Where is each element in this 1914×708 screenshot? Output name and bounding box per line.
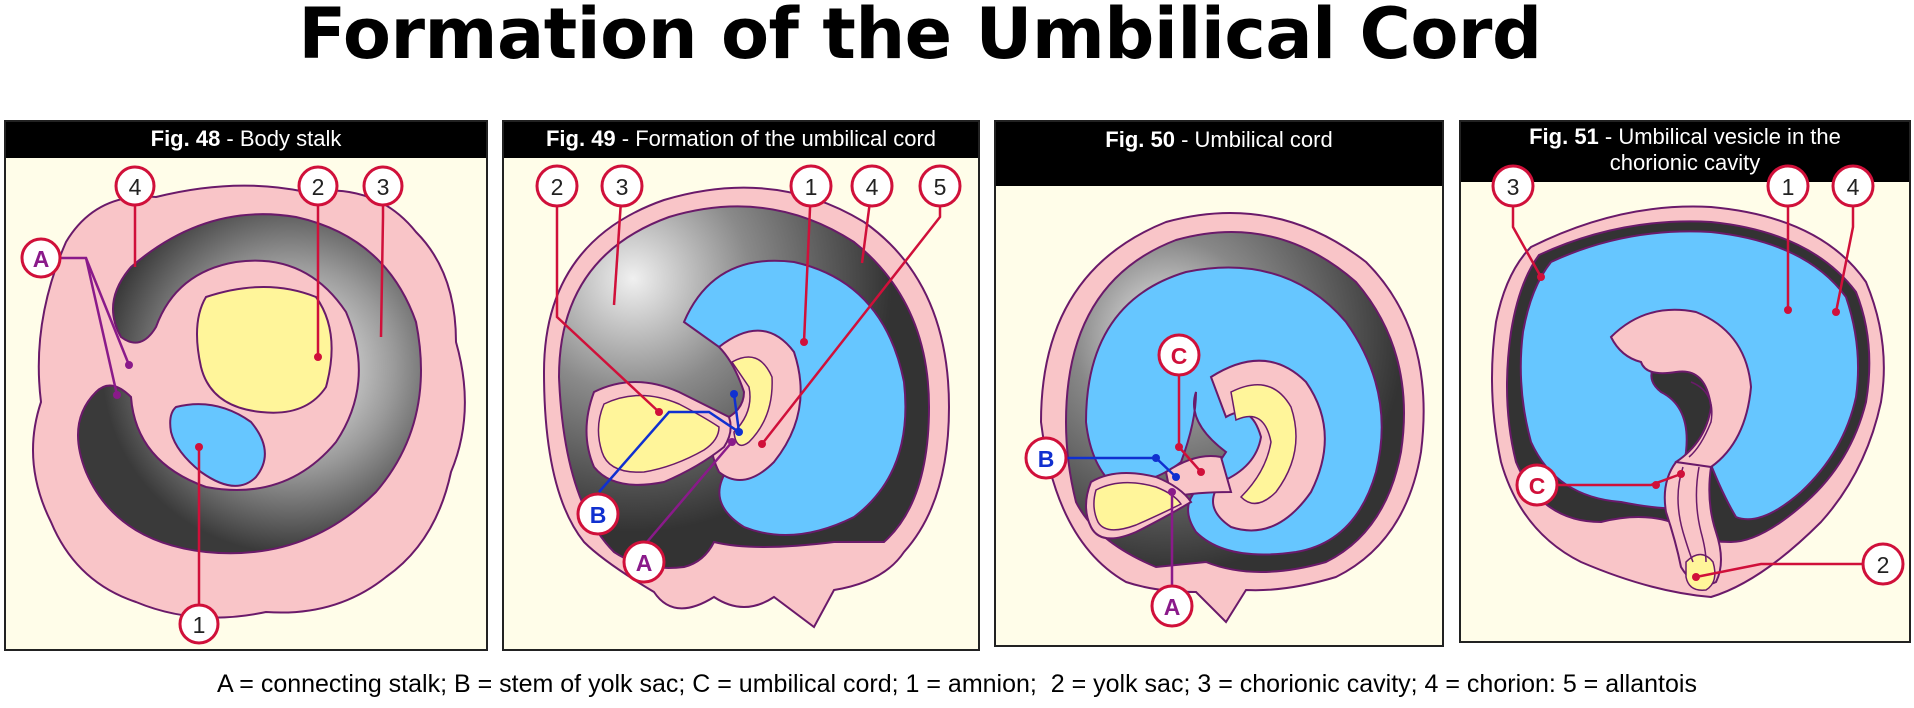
svg-text:A: A [33,246,50,272]
label-5: 5 [918,164,962,208]
figure-48-header: Fig. 48 - Body stalk [6,122,486,158]
label-1: 1 [1766,164,1810,208]
label-3: 3 [600,164,644,208]
svg-text:4: 4 [129,174,142,200]
figure-50-diagram: C B A [1024,212,1425,628]
label-4: 4 [1831,164,1875,208]
figure-48-diagram: A 4 2 3 1 [20,165,466,645]
svg-text:2: 2 [1877,552,1890,578]
label-A: A [622,540,666,584]
svg-text:2: 2 [312,174,325,200]
embryo-inner-shape [1230,384,1297,505]
svg-text:1: 1 [1782,174,1795,200]
label-2: 2 [297,165,339,207]
figure-49-diagram: 2 3 1 4 5 B A [535,164,962,629]
figure-51-header: Fig. 51 - Umbilical vesicle in the chori… [1461,122,1909,182]
figure-50-panel: Fig. 50 - Umbilical cord [994,120,1444,647]
svg-text:5: 5 [934,174,947,200]
label-2: 2 [535,164,579,208]
label-C: C [1157,333,1201,377]
label-A: A [1150,584,1194,628]
amnion-shape [169,403,266,487]
label-B: B [576,492,620,536]
embryo-inner-shape [730,356,773,447]
svg-text:4: 4 [1847,174,1860,200]
figure-49-panel: Fig. 49 - Formation of the umbilical cor… [502,120,980,651]
svg-text:B: B [1038,446,1055,472]
svg-text:3: 3 [616,174,629,200]
svg-text:4: 4 [866,174,879,200]
legend-text: A = connecting stalk; B = stem of yolk s… [217,670,1697,698]
svg-text:3: 3 [1507,174,1520,200]
yolk-sac-shape [1685,553,1716,591]
page-title: Formation of the Umbilical Cord [298,0,1542,75]
label-B: B [1024,436,1068,480]
svg-text:C: C [1171,343,1188,369]
label-C: C [1515,463,1559,507]
figure-51-panel: Fig. 51 - Umbilical vesicle in the chori… [1459,120,1911,643]
svg-text:1: 1 [805,174,818,200]
label-3: 3 [362,165,404,207]
svg-text:2: 2 [551,174,564,200]
label-2: 2 [1861,542,1905,586]
label-1: 1 [178,603,220,645]
figure-51-diagram: 3 1 4 C 2 [1491,164,1905,599]
svg-text:3: 3 [377,174,390,200]
svg-text:A: A [636,550,653,576]
svg-text:1: 1 [193,612,206,638]
figure-49-header: Fig. 49 - Formation of the umbilical cor… [504,122,978,158]
label-A: A [20,237,62,279]
svg-text:A: A [1164,594,1181,620]
label-3: 3 [1491,164,1535,208]
figure-48-panel: Fig. 48 - Body stalk A [4,120,488,651]
figure-50-header: Fig. 50 - Umbilical cord [996,122,1442,186]
svg-text:B: B [590,502,607,528]
label-4: 4 [114,165,156,207]
label-1: 1 [789,164,833,208]
yolk-sac-shape [196,286,333,414]
svg-text:C: C [1529,473,1546,499]
label-4: 4 [850,164,894,208]
